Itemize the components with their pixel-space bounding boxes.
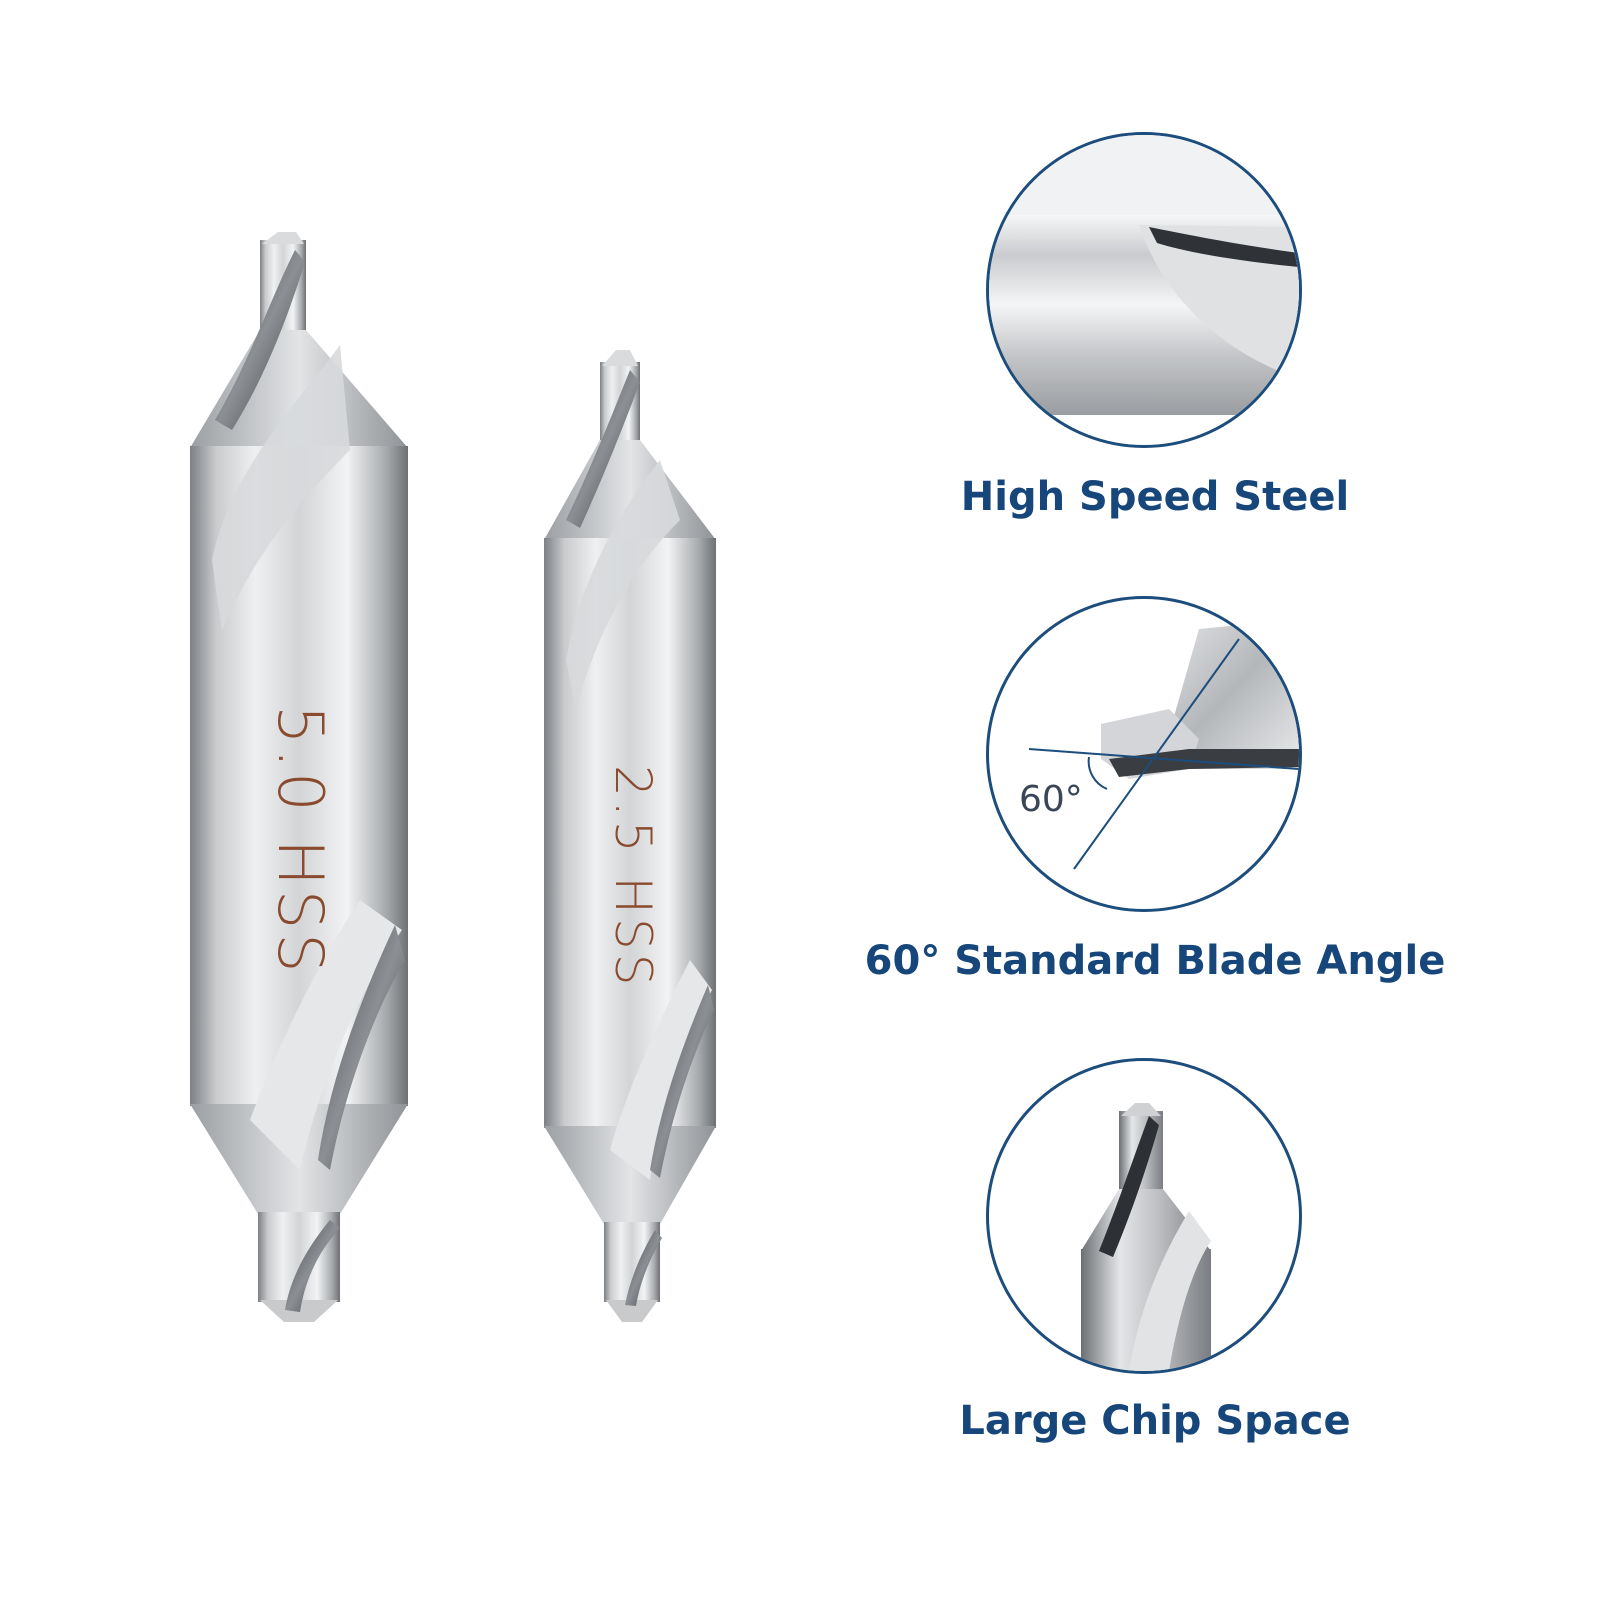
drill-marking-large: 5.0 HSS — [264, 705, 337, 977]
chip-space-closeup-icon — [986, 1058, 1302, 1374]
feature-caption-angle: 60° Standard Blade Angle — [864, 938, 1446, 984]
feature-caption-chip-space: Large Chip Space — [959, 1398, 1351, 1444]
blade-angle-closeup-icon: 60° — [986, 596, 1302, 912]
center-drills-image — [190, 232, 716, 1322]
drill-marking-small: 2.5 HSS — [604, 765, 662, 990]
steel-surface-closeup-icon — [986, 132, 1302, 448]
blade-angle-value: 60° — [1019, 779, 1083, 820]
large-center-drill — [190, 232, 408, 1322]
feature-caption-steel: High Speed Steel — [960, 474, 1350, 520]
small-center-drill — [544, 350, 716, 1322]
